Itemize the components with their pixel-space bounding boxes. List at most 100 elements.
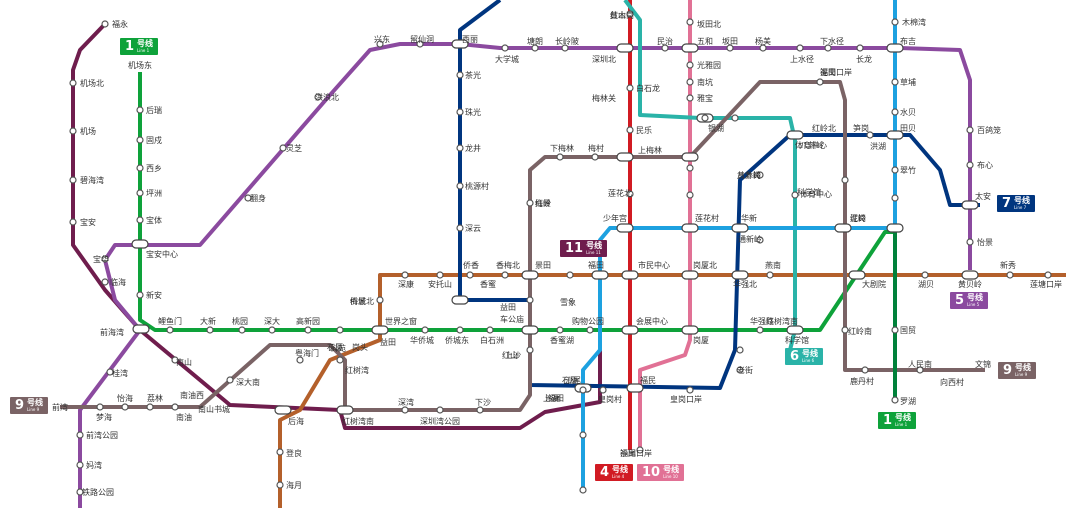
station-label: 侨城东 bbox=[445, 335, 469, 345]
interchange-niheng[interactable] bbox=[886, 223, 904, 233]
station-label: 八卦岭 bbox=[737, 170, 761, 180]
station-label: 沙尾 bbox=[565, 376, 581, 385]
interchange-gangxia[interactable] bbox=[681, 325, 699, 335]
station-label: 莲塘口岸 bbox=[1030, 279, 1062, 289]
line-1-badge-en: Line 1 bbox=[137, 48, 150, 53]
line-6-route bbox=[623, 0, 797, 351]
station-label: 人民南 bbox=[908, 359, 932, 369]
interchange-qianhaiwan[interactable] bbox=[132, 324, 150, 334]
station-label: 市民中心 bbox=[638, 260, 670, 270]
interchange-huaqiangbei[interactable] bbox=[731, 270, 749, 280]
station-label: 福田口岸 bbox=[620, 449, 652, 458]
interchange-futian-min[interactable] bbox=[626, 383, 644, 393]
interchange-honglingbei[interactable] bbox=[786, 130, 804, 140]
station-label: 石厦 bbox=[562, 376, 578, 385]
station-label: 铁路公园 bbox=[82, 487, 114, 497]
interchange-tianbei[interactable] bbox=[886, 130, 904, 140]
station-label: 坂田北 bbox=[697, 19, 721, 29]
line-9-west-badge-zh: 号线 bbox=[27, 398, 44, 407]
line-7-badge-number: 7 bbox=[1002, 196, 1012, 211]
station-label: 莲花村 bbox=[695, 213, 719, 223]
interchange-gangxiabei[interactable] bbox=[681, 270, 699, 280]
station-label: 鲤鱼门 bbox=[158, 316, 182, 326]
interchange-dajuyuan[interactable] bbox=[848, 270, 866, 280]
interchange-hongling[interactable] bbox=[834, 223, 852, 233]
interchange-chegongmiao[interactable] bbox=[521, 325, 539, 335]
station-label: 宝安 bbox=[80, 217, 96, 227]
station-label: 福田 bbox=[548, 394, 564, 403]
station-label: 宝安中心 bbox=[146, 249, 178, 259]
line-7-badge-en: Line 7 bbox=[1014, 205, 1027, 210]
station-label: 红树湾南 bbox=[766, 316, 798, 326]
line-10-badge-number: 10 bbox=[642, 465, 661, 480]
station-label: 机场东 bbox=[128, 60, 152, 70]
station-label: 黄木岗 bbox=[610, 10, 634, 20]
station-label: 燕南 bbox=[765, 260, 781, 270]
interchange-shiminzhongxin[interactable] bbox=[621, 270, 639, 280]
interchange-shijiezhichuang[interactable] bbox=[371, 325, 389, 335]
station-label: 怡海 bbox=[117, 393, 133, 403]
interchange-kexueguan[interactable] bbox=[786, 325, 804, 335]
interchange-shangmeilin[interactable] bbox=[616, 152, 634, 162]
line-10-badge-en: Line 10 bbox=[663, 474, 678, 479]
interchange-taian[interactable] bbox=[961, 200, 979, 210]
station-label: 车公庙 bbox=[500, 314, 524, 324]
interchange-huangbeiling[interactable] bbox=[961, 270, 979, 280]
interchange-baoanzhongxin[interactable] bbox=[131, 239, 149, 249]
interchange-futian[interactable] bbox=[591, 270, 609, 280]
interchange-shenzhenbei[interactable] bbox=[616, 43, 634, 53]
interchange-huizhanzhongxin[interactable] bbox=[621, 325, 639, 335]
station-label: 翠竹 bbox=[900, 165, 916, 175]
station-label: 福永 bbox=[112, 19, 128, 29]
station-label: 长龙 bbox=[856, 54, 872, 64]
station-label: 民乐 bbox=[636, 125, 652, 135]
interchange-hongshuwannan[interactable] bbox=[336, 405, 354, 415]
station-label: 红树湾 bbox=[345, 365, 369, 375]
interchange-huaxin[interactable] bbox=[731, 223, 749, 233]
station-label: 机场 bbox=[80, 126, 96, 136]
interchange-anto[interactable] bbox=[451, 295, 469, 305]
line-1-south-badge-zh: 号线 bbox=[895, 413, 912, 422]
station-label: 安托山 bbox=[428, 279, 452, 289]
station-label: 翻身 bbox=[250, 193, 266, 203]
station-label: 深康 bbox=[398, 279, 414, 289]
station-label: 八卦岭 bbox=[800, 140, 824, 150]
interchange-buji[interactable] bbox=[886, 43, 904, 53]
station-label: 深湾 bbox=[398, 397, 414, 407]
station-label: 南山 bbox=[176, 357, 192, 367]
interchange-xili[interactable] bbox=[451, 39, 469, 49]
station-label: 科学馆 bbox=[797, 187, 821, 197]
interchange-wuhe[interactable] bbox=[681, 43, 699, 53]
station-label: 罗湖 bbox=[900, 397, 916, 406]
station-label: 坂田 bbox=[722, 36, 738, 46]
station-label: 梅村 bbox=[588, 143, 604, 153]
station-label: 雪象 bbox=[560, 297, 576, 307]
station-label: 梅景 bbox=[535, 198, 551, 208]
interchange-houhai[interactable] bbox=[274, 405, 292, 415]
station-label: 梦海 bbox=[96, 412, 112, 422]
interchange-yiqing[interactable] bbox=[681, 152, 699, 162]
interchange-jingtian[interactable] bbox=[521, 270, 539, 280]
station-label: 龙井 bbox=[465, 143, 481, 153]
station-label: 侨香 bbox=[463, 260, 479, 270]
station-label: 莲花北 bbox=[608, 188, 632, 198]
station-label: 红岭北 bbox=[812, 123, 836, 133]
interchange-shaoniangong[interactable] bbox=[616, 223, 634, 233]
station-label: 景田 bbox=[535, 261, 551, 270]
line-9-west-badge-en: Line 9 bbox=[27, 407, 40, 412]
station-label: 益田 bbox=[500, 302, 516, 312]
interchange-lianhuacun[interactable] bbox=[681, 223, 699, 233]
station-label: 福民 bbox=[640, 376, 656, 385]
station-label: 下沙 bbox=[475, 398, 491, 407]
station-label: 南坑 bbox=[697, 77, 713, 87]
